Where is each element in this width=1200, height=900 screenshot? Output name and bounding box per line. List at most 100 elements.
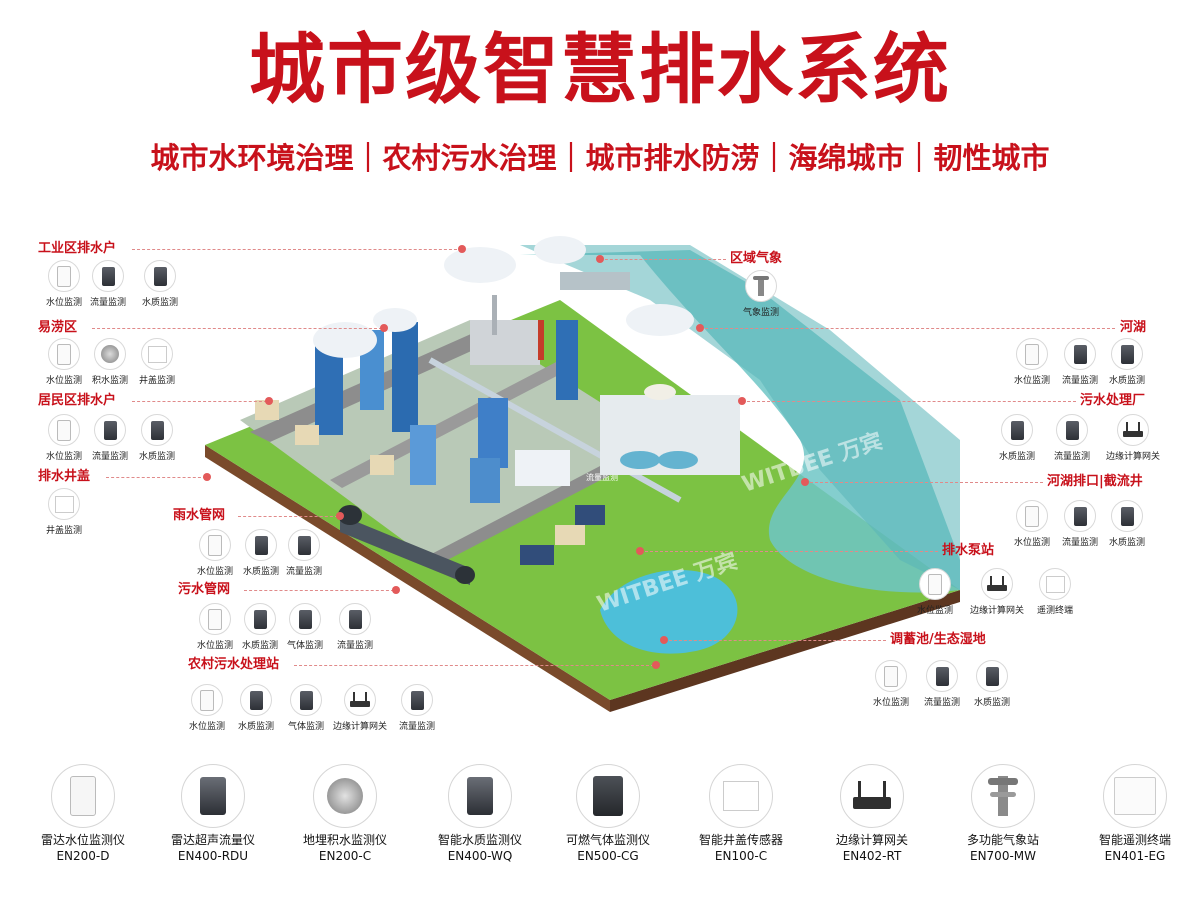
pipe-entrance <box>338 505 362 525</box>
device-rural-4: 边缘计算网关 <box>331 684 389 733</box>
edge-gateway-icon <box>1123 422 1143 437</box>
house-3 <box>520 545 554 565</box>
water-quality-sensor-icon <box>249 690 263 710</box>
skyscraper-3 <box>392 322 418 432</box>
device-pump-1: 水位监测 <box>906 568 964 617</box>
weather-station-icon <box>753 276 769 296</box>
category-outfall-label: 河湖排口|截流井 <box>1047 474 1143 489</box>
device-manhole-1: 井盖监测 <box>35 488 93 537</box>
device-industrial-2: 流量监测 <box>79 260 137 309</box>
water-level-sensor-icon <box>57 343 71 365</box>
water-quality-sensor-icon <box>985 666 999 686</box>
ground-base-front <box>205 445 610 712</box>
flow-sensor-icon <box>1073 344 1087 364</box>
skyscraper-5 <box>556 320 578 400</box>
cloud-2 <box>444 247 516 283</box>
leader-dot-outfall <box>801 478 809 486</box>
flow-sensor-icon <box>101 266 115 286</box>
category-pump-label: 排水泵站 <box>942 543 995 558</box>
leader-dot-pond <box>660 636 668 644</box>
category-sewage-label: 污水管网 <box>178 582 231 597</box>
radar-ultrasonic-flowmeter-icon <box>200 777 226 815</box>
device-plant-1: 水质监测 <box>988 414 1046 463</box>
flow-sensor-icon <box>103 420 117 440</box>
tower-6 <box>470 458 500 503</box>
treatment-tank-1 <box>620 451 660 469</box>
page-title: 城市级智慧排水系统 <box>249 25 951 114</box>
category-industrial-label: 工业区排水户 <box>38 241 117 256</box>
leader-residential <box>132 401 267 402</box>
water-level-sensor-icon <box>1025 343 1039 365</box>
buried-ponding-monitor-icon <box>327 778 363 814</box>
leader-dot-pump <box>636 547 644 555</box>
pipe-exit <box>455 566 475 584</box>
cloud-1 <box>313 322 377 358</box>
leader-dot-rural <box>652 661 660 669</box>
device-flood-3: 井盖监测 <box>128 338 186 387</box>
device-industrial-3: 水质监测 <box>131 260 189 309</box>
manhole-cover-sensor-icon <box>54 495 74 513</box>
water-level-sensor-icon <box>208 608 222 630</box>
device-pond-1: 水位监测 <box>862 660 920 709</box>
page-subtitle: 城市水环境治理｜农村污水治理｜城市排水防涝｜海绵城市｜韧性城市 <box>150 141 1050 175</box>
flow-sensor-icon <box>1065 420 1079 440</box>
device-plant-3: 边缘计算网关 <box>1104 414 1162 463</box>
device-outfall-1: 水位监测 <box>1003 500 1061 549</box>
flow-sensor-icon <box>348 609 362 629</box>
device-rural-1: 水位监测 <box>178 684 236 733</box>
flow-sensor-icon <box>410 690 424 710</box>
device-flood-2: 积水监测 <box>81 338 139 387</box>
manhole-cover-sensor-icon <box>723 781 759 811</box>
device-pump-2: 边缘计算网关 <box>968 568 1026 617</box>
water-level-sensor-icon <box>200 689 214 711</box>
category-weather-label: 区域气象 <box>730 251 783 266</box>
water-level-sensor-icon <box>884 665 898 687</box>
category-flood-label: 易涝区 <box>38 320 78 335</box>
water-level-sensor-icon <box>928 573 942 595</box>
edge-gateway-icon <box>853 781 891 809</box>
water-level-sensor-icon <box>208 534 222 556</box>
leader-dot-rain <box>336 512 344 520</box>
device-flood-1: 水位监测 <box>35 338 93 387</box>
telemetry-terminal-icon <box>1045 575 1065 593</box>
leader-weather <box>600 259 726 260</box>
weather-station-icon <box>988 776 1018 816</box>
water-quality-sensor-icon <box>253 609 267 629</box>
device-weather-1: 气象监测 <box>732 270 790 319</box>
leader-dot-river <box>696 324 704 332</box>
leader-industrial <box>132 249 462 250</box>
house-4 <box>555 525 585 545</box>
device-pond-3: 水质监测 <box>963 660 1021 709</box>
pipe-tunnel <box>340 515 470 585</box>
leader-dot-residential <box>265 397 273 405</box>
house-1 <box>255 400 279 420</box>
device-rain-2: 水质监测 <box>232 529 290 578</box>
building-sign: 流量监测 <box>586 472 618 482</box>
leader-dot-flood <box>380 324 388 332</box>
device-river-1: 水位监测 <box>1003 338 1061 387</box>
leader-flood <box>92 328 382 329</box>
telemetry-terminal-icon <box>1114 777 1156 815</box>
leader-dot-weather <box>596 255 604 263</box>
water-quality-monitor-icon <box>467 777 493 815</box>
device-sewage-2: 水质监测 <box>231 603 289 652</box>
chimney-1 <box>538 320 544 360</box>
water-quality-sensor-icon <box>254 535 268 555</box>
house-6 <box>370 455 394 475</box>
water-quality-sensor-icon <box>1120 344 1134 364</box>
water-quality-sensor-icon <box>150 420 164 440</box>
gas-sensor-icon <box>299 690 313 710</box>
device-outfall-3: 水质监测 <box>1098 500 1156 549</box>
leader-outfall <box>805 482 1043 483</box>
ground-base-right <box>610 590 960 712</box>
device-sewage-3: 气体监测 <box>276 603 334 652</box>
